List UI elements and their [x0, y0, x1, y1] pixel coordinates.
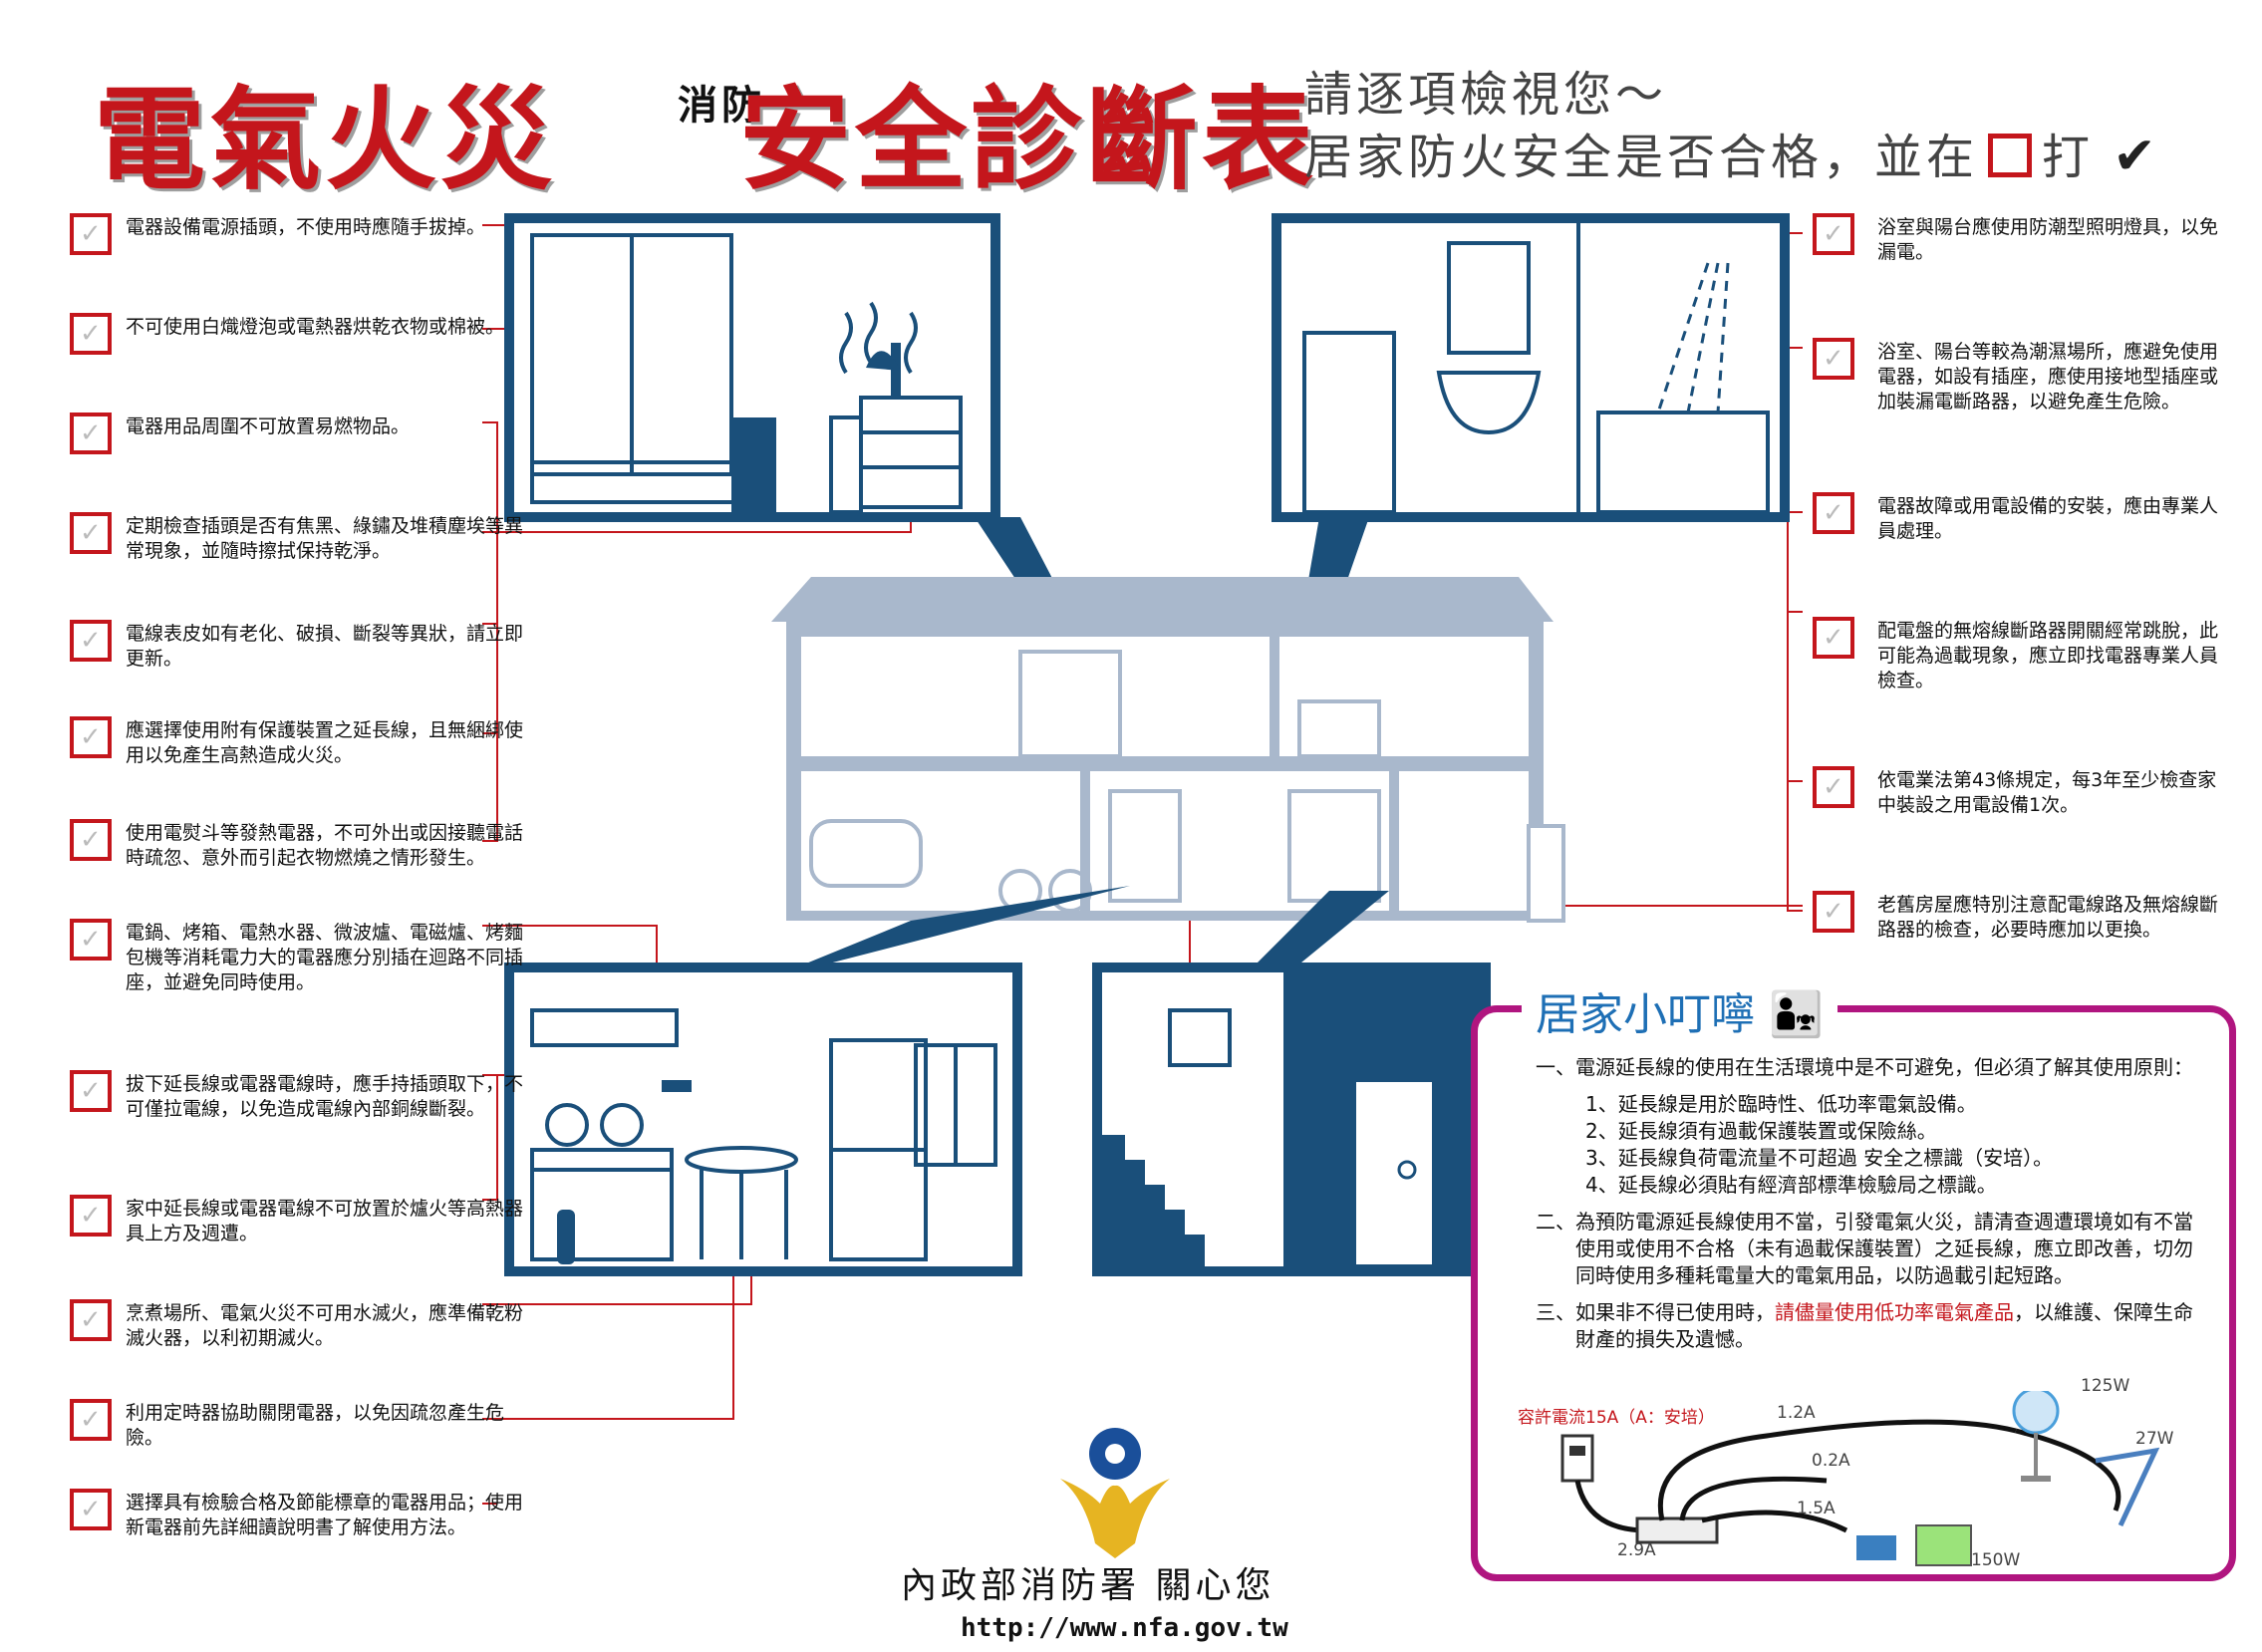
check-placeholder-icon: ✓: [80, 1201, 102, 1231]
checkbox[interactable]: ✓: [70, 1399, 112, 1441]
tip-3-highlight: 請儘量使用低功率電氣產品: [1775, 1300, 2014, 1324]
check-placeholder-icon: ✓: [1823, 344, 1844, 374]
check-placeholder-icon: ✓: [80, 722, 102, 752]
item-text: 應選擇使用附有保護裝置之延長線，且無綑綁使用以免產生高熱造成火災。: [126, 719, 524, 766]
checkbox[interactable]: ✓: [70, 313, 112, 355]
checkbox[interactable]: ✓: [1813, 338, 1854, 380]
title-main: 電氣火災: [94, 75, 556, 205]
subtitle-line2-text: 居家防火安全是否合格，並在: [1304, 130, 1979, 185]
item-text: 老舊房屋應特別注意配電線路及無熔線斷路器的檢查，必要時應加以更換。: [1877, 894, 2219, 941]
poster: 電氣火災 消防 安全診斷表 請逐項檢視您～ 居家防火安全是否合格，並在打 ✔: [14, 14, 2242, 1643]
check-placeholder-icon: ✓: [80, 925, 102, 955]
current-label: 2.9A: [1617, 1540, 1656, 1560]
tips-heading-text: 居家小叮嚀: [1536, 989, 1755, 1040]
checkbox-icon: [1988, 134, 2033, 177]
check-placeholder-icon: ✓: [80, 518, 102, 548]
family-icon: 👨‍👧: [1769, 989, 1824, 1040]
tip-1-sub: 4、延長線必須貼有經濟部標準檢驗局之標識。: [1585, 1173, 1997, 1197]
checkbox[interactable]: ✓: [70, 620, 112, 662]
tip-3-text: 三、如果非不得已使用時，: [1536, 1300, 1775, 1324]
power-label: 150W: [1971, 1550, 2021, 1570]
subtitle-line2-tail: 打: [2042, 130, 2095, 185]
checkbox[interactable]: ✓: [70, 919, 112, 961]
checkbox[interactable]: ✓: [70, 1195, 112, 1237]
item-text: 利用定時器協助關閉電器，以免因疏忽產生危險。: [126, 1402, 505, 1449]
tip-3-tail: ，以維護、保障生命財產的損失及遺憾。: [1575, 1300, 2193, 1351]
allowed-current-label: 容許電流15A（A：安培）: [1518, 1408, 1715, 1428]
check-placeholder-icon: ✓: [1823, 219, 1844, 249]
checkbox[interactable]: ✓: [70, 413, 112, 454]
title-tail: 安全診斷表: [739, 75, 1317, 205]
subtitle-line1: 請逐項檢視您～: [1304, 67, 1668, 123]
item-text: 依電業法第43條規定，每3年至少檢查家中裝設之用電設備1次。: [1877, 769, 2217, 816]
checkbox[interactable]: ✓: [1813, 617, 1854, 659]
item-text: 電線表皮如有老化、破損、斷裂等異狀，請立即更新。: [126, 623, 524, 670]
house-illustration: [482, 213, 1803, 1505]
item-text: 定期檢查插頭是否有焦黑、綠鏽及堆積塵埃等異常現象，並隨時擦拭保持乾淨。: [126, 515, 524, 562]
checkbox[interactable]: ✓: [70, 819, 112, 861]
current-label: 0.2A: [1812, 1451, 1850, 1471]
check-placeholder-icon: ✓: [1823, 498, 1844, 528]
current-label: 1.5A: [1797, 1499, 1836, 1518]
cord-diagram-icon: [1560, 1391, 2160, 1566]
tip-2: 二、為預防電源延長線使用不當，引發電氣火災，請清查週遭環境如有不當使用或使用不合…: [1536, 1210, 2193, 1287]
power-label: 27W: [2135, 1429, 2174, 1449]
check-placeholder-icon: ✓: [80, 1076, 102, 1106]
checkbox[interactable]: ✓: [1813, 891, 1854, 933]
item-text: 烹煮場所、電氣火災不可用水滅火，應準備乾粉滅火器，以利初期滅火。: [126, 1302, 524, 1349]
footer-org: 內政部消防署 關心您: [901, 1565, 1275, 1606]
item-text: 配電盤的無熔線斷路器開關經常跳脫，此可能為過載現象，應立即找電器專業人員檢查。: [1877, 620, 2219, 691]
checkbox[interactable]: ✓: [70, 1489, 112, 1530]
item-text: 電鍋、烤箱、電熱水器、微波爐、電磁爐、烤麵包機等消耗電力大的電器應分別插在迴路不…: [126, 922, 524, 993]
item-text: 使用電熨斗等發熱電器，不可外出或因接聽電話時疏忽、意外而引起衣物燃燒之情形發生。: [126, 822, 524, 869]
checkbox[interactable]: ✓: [1813, 492, 1854, 534]
checkbox[interactable]: ✓: [70, 512, 112, 554]
checkbox[interactable]: ✓: [1813, 213, 1854, 255]
extension-cord-diagram: 容許電流15A（A：安培） 1.2A 0.2A 1.5A 2.9A: [1518, 1376, 2215, 1580]
check-placeholder-icon: ✓: [1823, 897, 1844, 927]
item-text: 不可使用白熾燈泡或電熱器烘乾衣物或棉被。: [126, 316, 505, 338]
check-placeholder-icon: ✓: [1823, 623, 1844, 653]
check-placeholder-icon: ✓: [1823, 772, 1844, 802]
tips-heading: 居家小叮嚀 👨‍👧: [1522, 978, 1838, 1042]
footer-url[interactable]: http://www.nfa.gov.tw: [961, 1613, 1288, 1643]
item-text: 拔下延長線或電器電線時，應手持插頭取下，不可僅拉電線，以免造成電線內部銅線斷裂。: [126, 1073, 524, 1120]
tip-3: 三、如果非不得已使用時，請儘量使用低功率電氣產品，以維護、保障生命財產的損失及遺…: [1536, 1299, 2209, 1353]
item-text: 電器故障或用電設備的安裝，應由專業人員處理。: [1877, 495, 2219, 542]
power-label: 125W: [2081, 1376, 2130, 1396]
checkbox[interactable]: ✓: [70, 213, 112, 255]
checkbox[interactable]: ✓: [70, 1070, 112, 1112]
check-placeholder-icon: ✓: [80, 1405, 102, 1435]
subtitle-line2: 居家防火安全是否合格，並在 打 ✔: [1304, 126, 2160, 188]
home-tips-box: 居家小叮嚀 👨‍👧 一、電源延長線的使用在生活環境中是不可避免，但必須了解其使用原…: [1471, 978, 2236, 1581]
item-text: 電器設備電源插頭，不使用時應隨手拔掉。: [126, 216, 486, 238]
tip-1: 一、電源延長線的使用在生活環境中是不可避免，但必須了解其使用原則：: [1536, 1055, 2193, 1079]
checkbox[interactable]: ✓: [1813, 766, 1854, 808]
check-placeholder-icon: ✓: [80, 626, 102, 656]
house-cutaway: [771, 577, 1565, 923]
check-placeholder-icon: ✓: [80, 319, 102, 349]
check-placeholder-icon: ✓: [80, 825, 102, 855]
tip-1-sub: 1、延長線是用於臨時性、低功率電氣設備。: [1585, 1092, 1977, 1116]
item-text: 家中延長線或電器電線不可放置於爐火等高熱器具上方及週遭。: [126, 1198, 524, 1244]
nfa-emblem-icon: [1060, 1428, 1170, 1558]
tip-1-sub: 2、延長線須有過載保護裝置或保險絲。: [1585, 1119, 1937, 1143]
item-text: 浴室與陽台應使用防潮型照明燈具，以免漏電。: [1877, 216, 2219, 263]
checkbox[interactable]: ✓: [70, 716, 112, 758]
current-label: 1.2A: [1777, 1403, 1816, 1423]
tips-body: 一、電源延長線的使用在生活環境中是不可避免，但必須了解其使用原則： 1、延長線是…: [1536, 1054, 2209, 1363]
check-mark-icon: ✔: [2113, 127, 2160, 186]
item-text: 浴室、陽台等較為潮濕場所，應避免使用電器，如設有插座，應使用接地型插座或加裝漏電…: [1877, 341, 2219, 413]
item-text: 選擇具有檢驗合格及節能標章的電器用品；使用新電器前先詳細讀說明書了解使用方法。: [126, 1492, 524, 1538]
checkbox[interactable]: ✓: [70, 1299, 112, 1341]
tip-1-sub: 3、延長線負荷電流量不可超過 安全之標識（安培）。: [1585, 1146, 2054, 1170]
check-placeholder-icon: ✓: [80, 1495, 102, 1524]
check-placeholder-icon: ✓: [80, 418, 102, 448]
check-placeholder-icon: ✓: [80, 219, 102, 249]
check-placeholder-icon: ✓: [80, 1305, 102, 1335]
item-text: 電器用品周圍不可放置易燃物品。: [126, 415, 411, 437]
subtitle: 請逐項檢視您～ 居家防火安全是否合格，並在 打 ✔: [1304, 64, 2160, 188]
